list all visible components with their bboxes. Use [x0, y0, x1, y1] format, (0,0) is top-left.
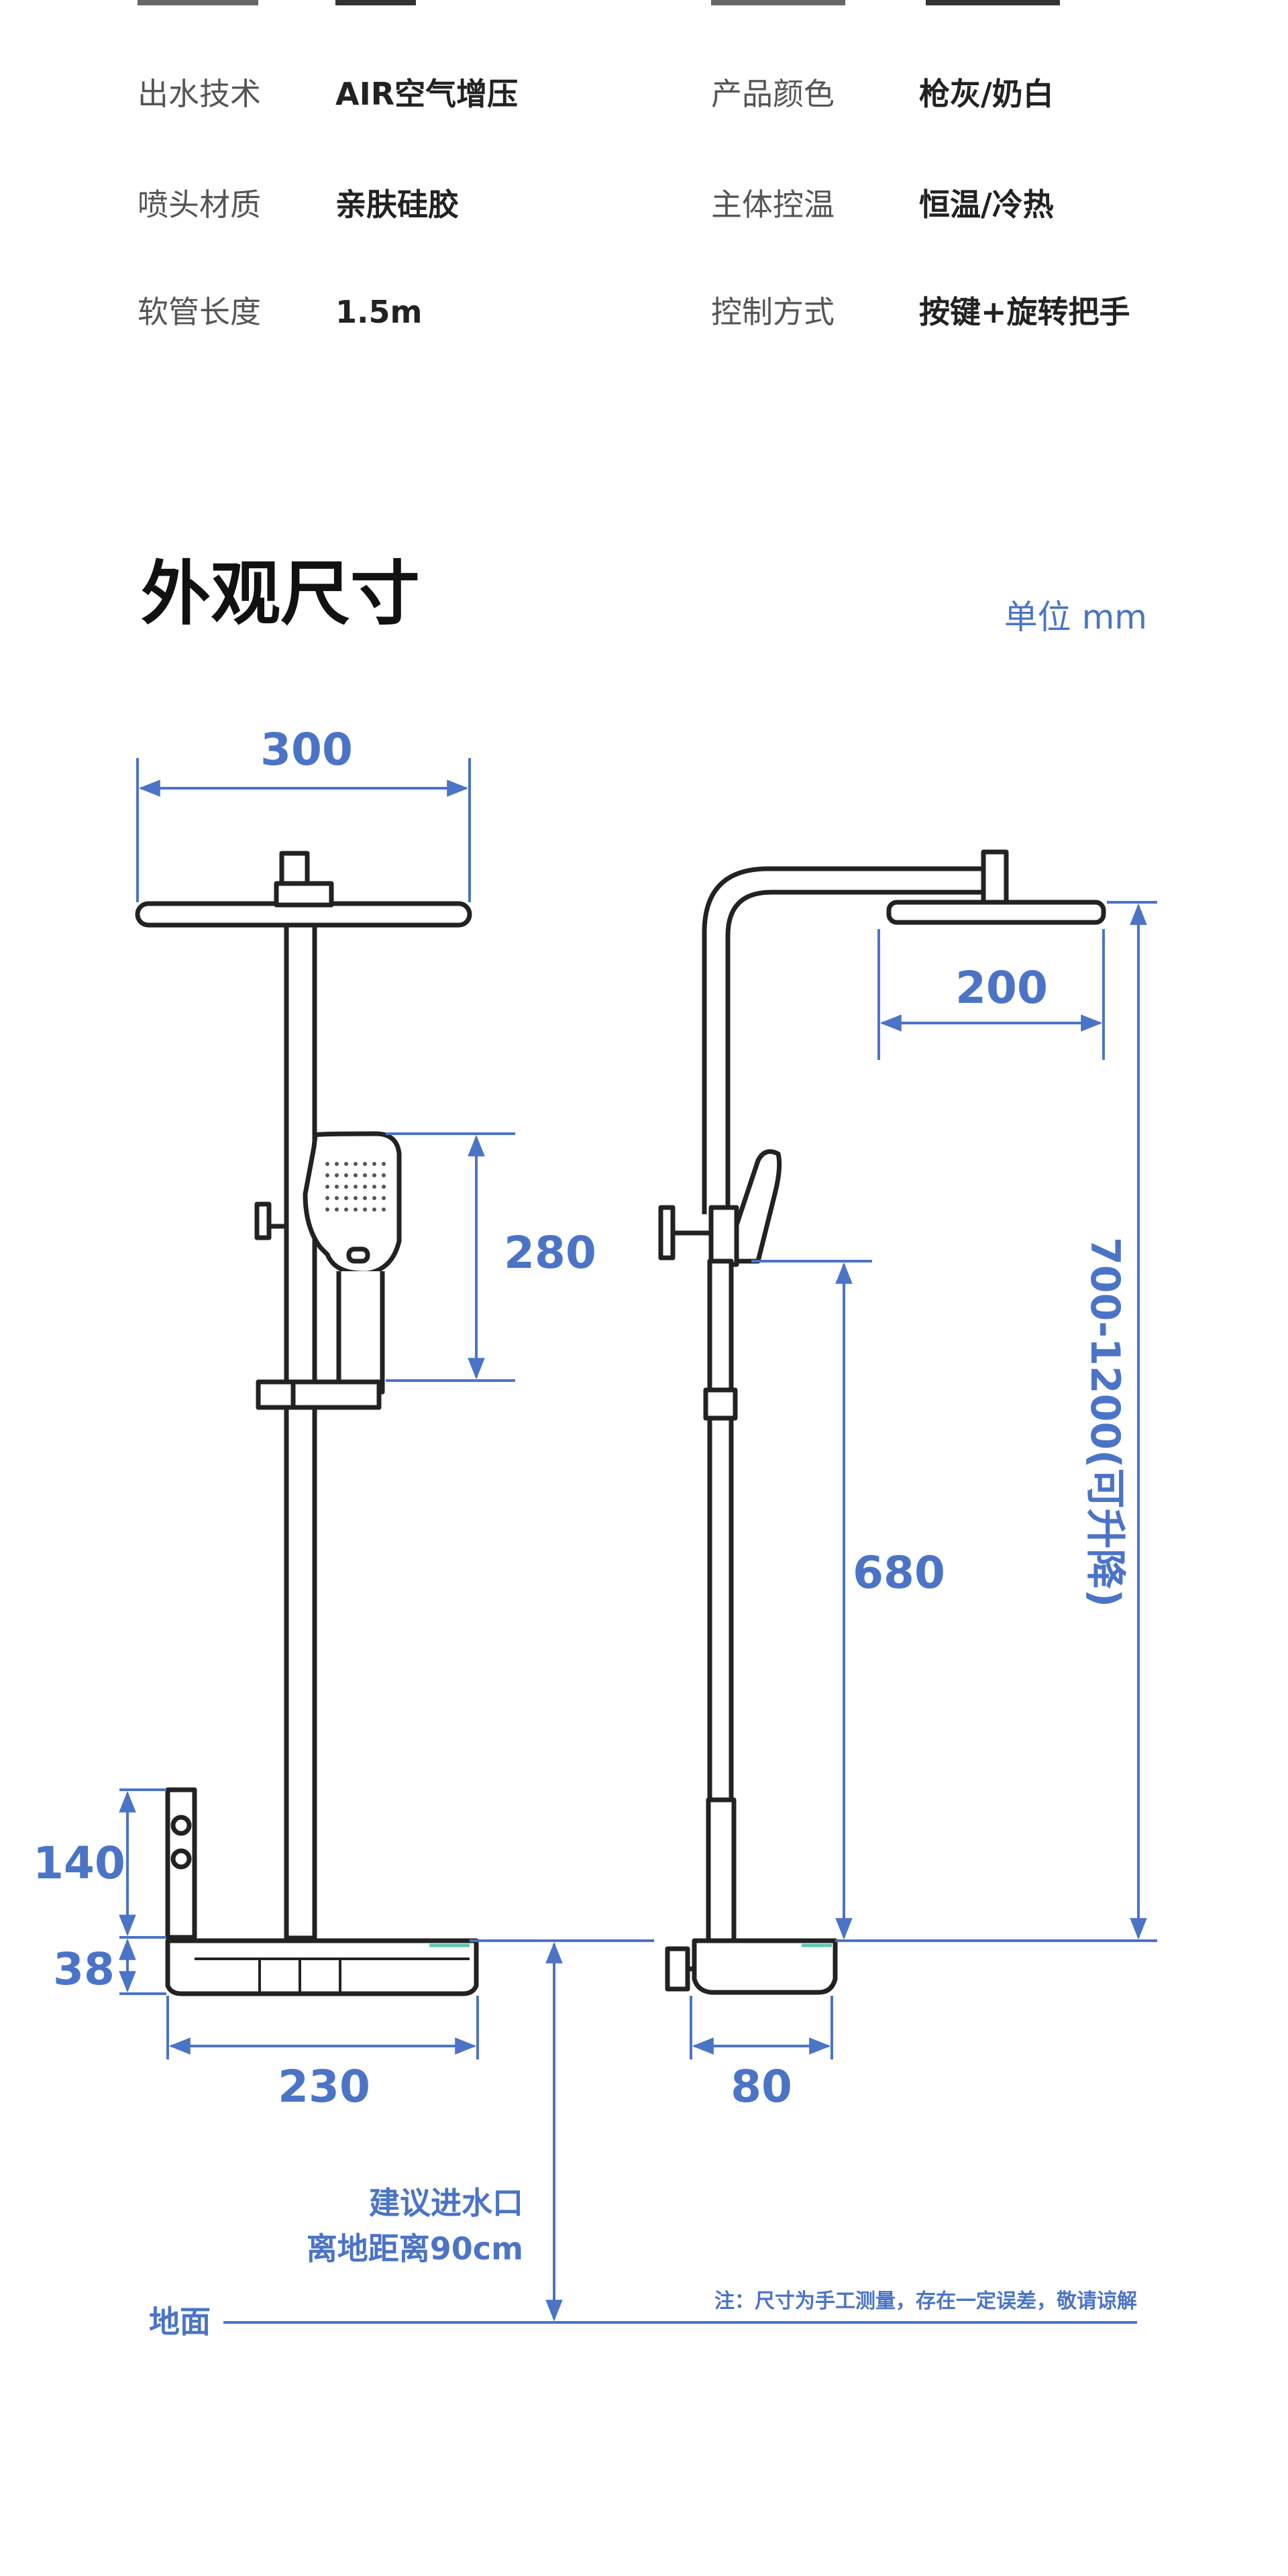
spec-row-cutoff [0, 0, 1288, 27]
spec-value: 按键+旋转把手 [919, 294, 1130, 330]
control-button [170, 1815, 192, 1836]
lever-knob [254, 1201, 272, 1240]
side-base-knob [665, 1946, 690, 1992]
nozzle-grid [325, 1162, 386, 1212]
dim-label-80: 80 [731, 2061, 792, 2112]
unit-label: 单位 mm [1004, 598, 1147, 637]
spec-value: 枪灰/奶白 [919, 76, 1054, 112]
footnote: 注：尺寸为手工测量，存在一定误差，敬请谅解 [714, 2290, 1137, 2313]
shower-connector [279, 851, 310, 886]
spec-value: AIR空气增压 [335, 76, 519, 112]
dim-label-230: 230 [278, 2061, 370, 2112]
spec-value: 1.5m [335, 294, 423, 330]
shelf-base [165, 1938, 479, 1996]
spec-label: 产品颜色 [711, 76, 835, 112]
dim-label-38: 38 [53, 1943, 115, 1995]
side-pipe-outer [702, 866, 993, 1214]
spec-label: 软管长度 [138, 294, 261, 330]
spec-row: 软管长度 1.5m 控制方式 按键+旋转把手 [0, 285, 1288, 339]
handheld-button [346, 1246, 370, 1264]
dim-label-280: 280 [504, 1227, 596, 1279]
handheld-handle [336, 1271, 385, 1395]
spec-label: 主体控温 [711, 186, 835, 223]
spec-label: 喷头材质 [138, 186, 261, 223]
dim-label-680: 680 [853, 1547, 945, 1599]
side-holder [703, 1387, 738, 1421]
side-knob [658, 1205, 676, 1260]
side-handheld-mount [708, 1205, 739, 1267]
dimension-lines [119, 758, 1157, 2324]
side-shower-connector [981, 849, 1009, 905]
side-pipe-inner [725, 890, 993, 1214]
dim-label-200: 200 [955, 962, 1048, 1014]
handheld-holder [256, 1379, 382, 1410]
control-button [170, 1848, 192, 1870]
inlet-note-line1: 建议进水口 [369, 2185, 523, 2221]
cut-text-fragment [138, 0, 258, 5]
handheld-shower-head [303, 1131, 402, 1276]
side-control-panel [706, 1797, 737, 1943]
shower-connector-base [274, 881, 334, 908]
section-title: 外观尺寸 [141, 553, 421, 635]
side-handheld [732, 1149, 782, 1264]
spec-value: 亲肤硅胶 [335, 186, 459, 223]
spec-row: 喷头材质 亲肤硅胶 主体控温 恒温/冷热 [0, 178, 1288, 231]
side-shower-head [886, 900, 1106, 925]
inlet-note-line2: 离地距离90cm [307, 2231, 523, 2267]
cut-text-fragment [926, 0, 1060, 5]
spec-value: 恒温/冷热 [919, 186, 1054, 223]
floor-label: 地面 [149, 2304, 211, 2340]
side-base [692, 1938, 838, 1995]
front-view [135, 851, 479, 1996]
spec-row: 出水技术 AIR空气增压 产品颜色 枪灰/奶白 [0, 67, 1288, 121]
cut-text-fragment [711, 0, 845, 5]
side-view [658, 849, 1106, 1995]
spec-label: 控制方式 [711, 294, 835, 330]
dim-label-adjust-range: 700-1200(可升降) [1081, 1237, 1128, 1607]
spec-label: 出水技术 [138, 76, 261, 112]
control-panel [165, 1787, 197, 1940]
shower-pipe [284, 922, 317, 1941]
dim-label-300: 300 [260, 724, 353, 775]
cut-text-fragment [335, 0, 416, 5]
dim-label-140: 140 [33, 1837, 125, 1889]
